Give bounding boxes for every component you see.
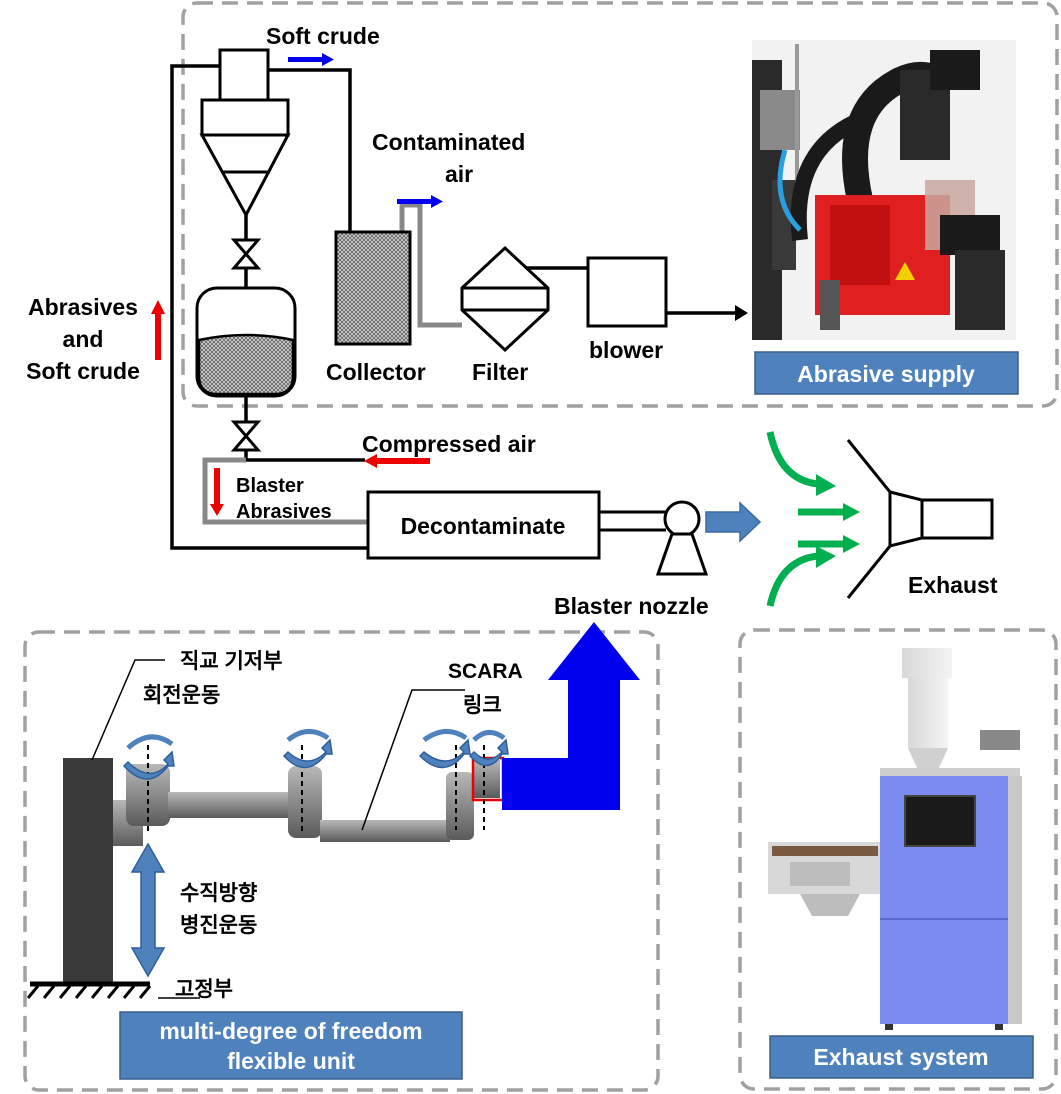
orthogonal-base-label: 직교 기저부 bbox=[180, 650, 282, 673]
multi-dof-caption-line2: flexible unit bbox=[227, 1048, 355, 1074]
blaster-nozzle-label: Blaster nozzle bbox=[554, 593, 709, 619]
flow-up-arrow bbox=[502, 622, 640, 810]
decontaminate-unit bbox=[366, 490, 601, 560]
blaster-abrasives-down-arrow bbox=[210, 468, 224, 516]
upper-valve-icon bbox=[230, 238, 262, 270]
blaster-abrasives-line bbox=[202, 457, 368, 525]
collector-label: Collector bbox=[326, 359, 426, 385]
collector bbox=[334, 230, 412, 346]
lower-valve-icon bbox=[230, 420, 262, 452]
multi-dof-caption-box bbox=[119, 1011, 463, 1080]
blower bbox=[586, 256, 668, 328]
robot-arm bbox=[26, 745, 505, 999]
exhaust-hood bbox=[846, 439, 994, 599]
base-leader-line bbox=[91, 659, 165, 761]
exhaust-system-frame bbox=[738, 628, 1058, 1091]
flexible-unit-frame bbox=[23, 630, 660, 1092]
return-line bbox=[170, 64, 368, 550]
contaminated-air-flow-arrow bbox=[397, 195, 443, 208]
exhaust-label: Exhaust bbox=[908, 572, 998, 598]
nozzle-jet-arrow bbox=[705, 501, 762, 543]
abrasive-supply-frame bbox=[181, 1, 1059, 408]
abrasive-supply-caption: Abrasive supply bbox=[797, 361, 975, 387]
compressed-air-flow-arrow bbox=[364, 454, 430, 468]
abrasives-label-line1: Abrasives bbox=[28, 294, 138, 320]
abrasives-label-line2: and bbox=[63, 326, 104, 352]
abrasives-label-line3: Soft crude bbox=[26, 358, 140, 384]
compressed-air-label: Compressed air bbox=[362, 431, 536, 457]
contaminated-air-label-line1: Contaminated bbox=[372, 129, 525, 155]
abrasive-supply-caption-box bbox=[754, 351, 1019, 395]
exhaust-system-caption-box bbox=[769, 1035, 1034, 1079]
decontaminate-label: Decontaminate bbox=[401, 513, 566, 539]
exhaust-flow-arrowheads bbox=[816, 474, 860, 568]
scara-label-line2: 링크 bbox=[463, 694, 502, 717]
exhaust-system-caption: Exhaust system bbox=[813, 1044, 988, 1070]
filter bbox=[460, 245, 550, 353]
blaster-abrasives-label-line1: Blaster bbox=[236, 475, 304, 497]
contaminated-air-label-line2: air bbox=[445, 161, 473, 187]
exhaust-flow-arrows bbox=[766, 431, 845, 607]
abrasive-hopper bbox=[195, 286, 297, 398]
vertical-translation-arrow bbox=[130, 842, 166, 978]
vertical-label-line1: 수직방향 bbox=[180, 881, 257, 905]
rotation-label: 회전운동 bbox=[143, 684, 220, 707]
scara-label-line1: SCARA bbox=[448, 660, 523, 683]
abrasive-supply-machine-image bbox=[752, 40, 1016, 340]
soft-crude-flow-arrow bbox=[288, 53, 334, 66]
scara-leader-line bbox=[361, 689, 465, 831]
blower-out-arrowhead bbox=[735, 305, 748, 321]
multi-dof-caption-line1: multi-degree of freedom bbox=[159, 1018, 422, 1044]
contaminated-air-line bbox=[399, 202, 462, 328]
exhaust-system-machine-image bbox=[768, 648, 1022, 1030]
soft-crude-line bbox=[268, 68, 352, 232]
soft-crude-label: Soft crude bbox=[266, 23, 380, 49]
orthogonal-base-column bbox=[63, 758, 113, 983]
filter-label: Filter bbox=[472, 359, 528, 385]
blaster-nozzle bbox=[599, 500, 709, 576]
fixed-label: 고정부 bbox=[175, 978, 233, 1001]
blaster-abrasives-label-line2: Abrasives bbox=[236, 501, 332, 523]
abrasives-up-arrow bbox=[151, 300, 165, 360]
rotation-arrows bbox=[122, 729, 509, 780]
blower-label: blower bbox=[589, 337, 663, 363]
vertical-label-line2: 병진운동 bbox=[180, 914, 257, 937]
cyclone-separator bbox=[199, 48, 291, 219]
